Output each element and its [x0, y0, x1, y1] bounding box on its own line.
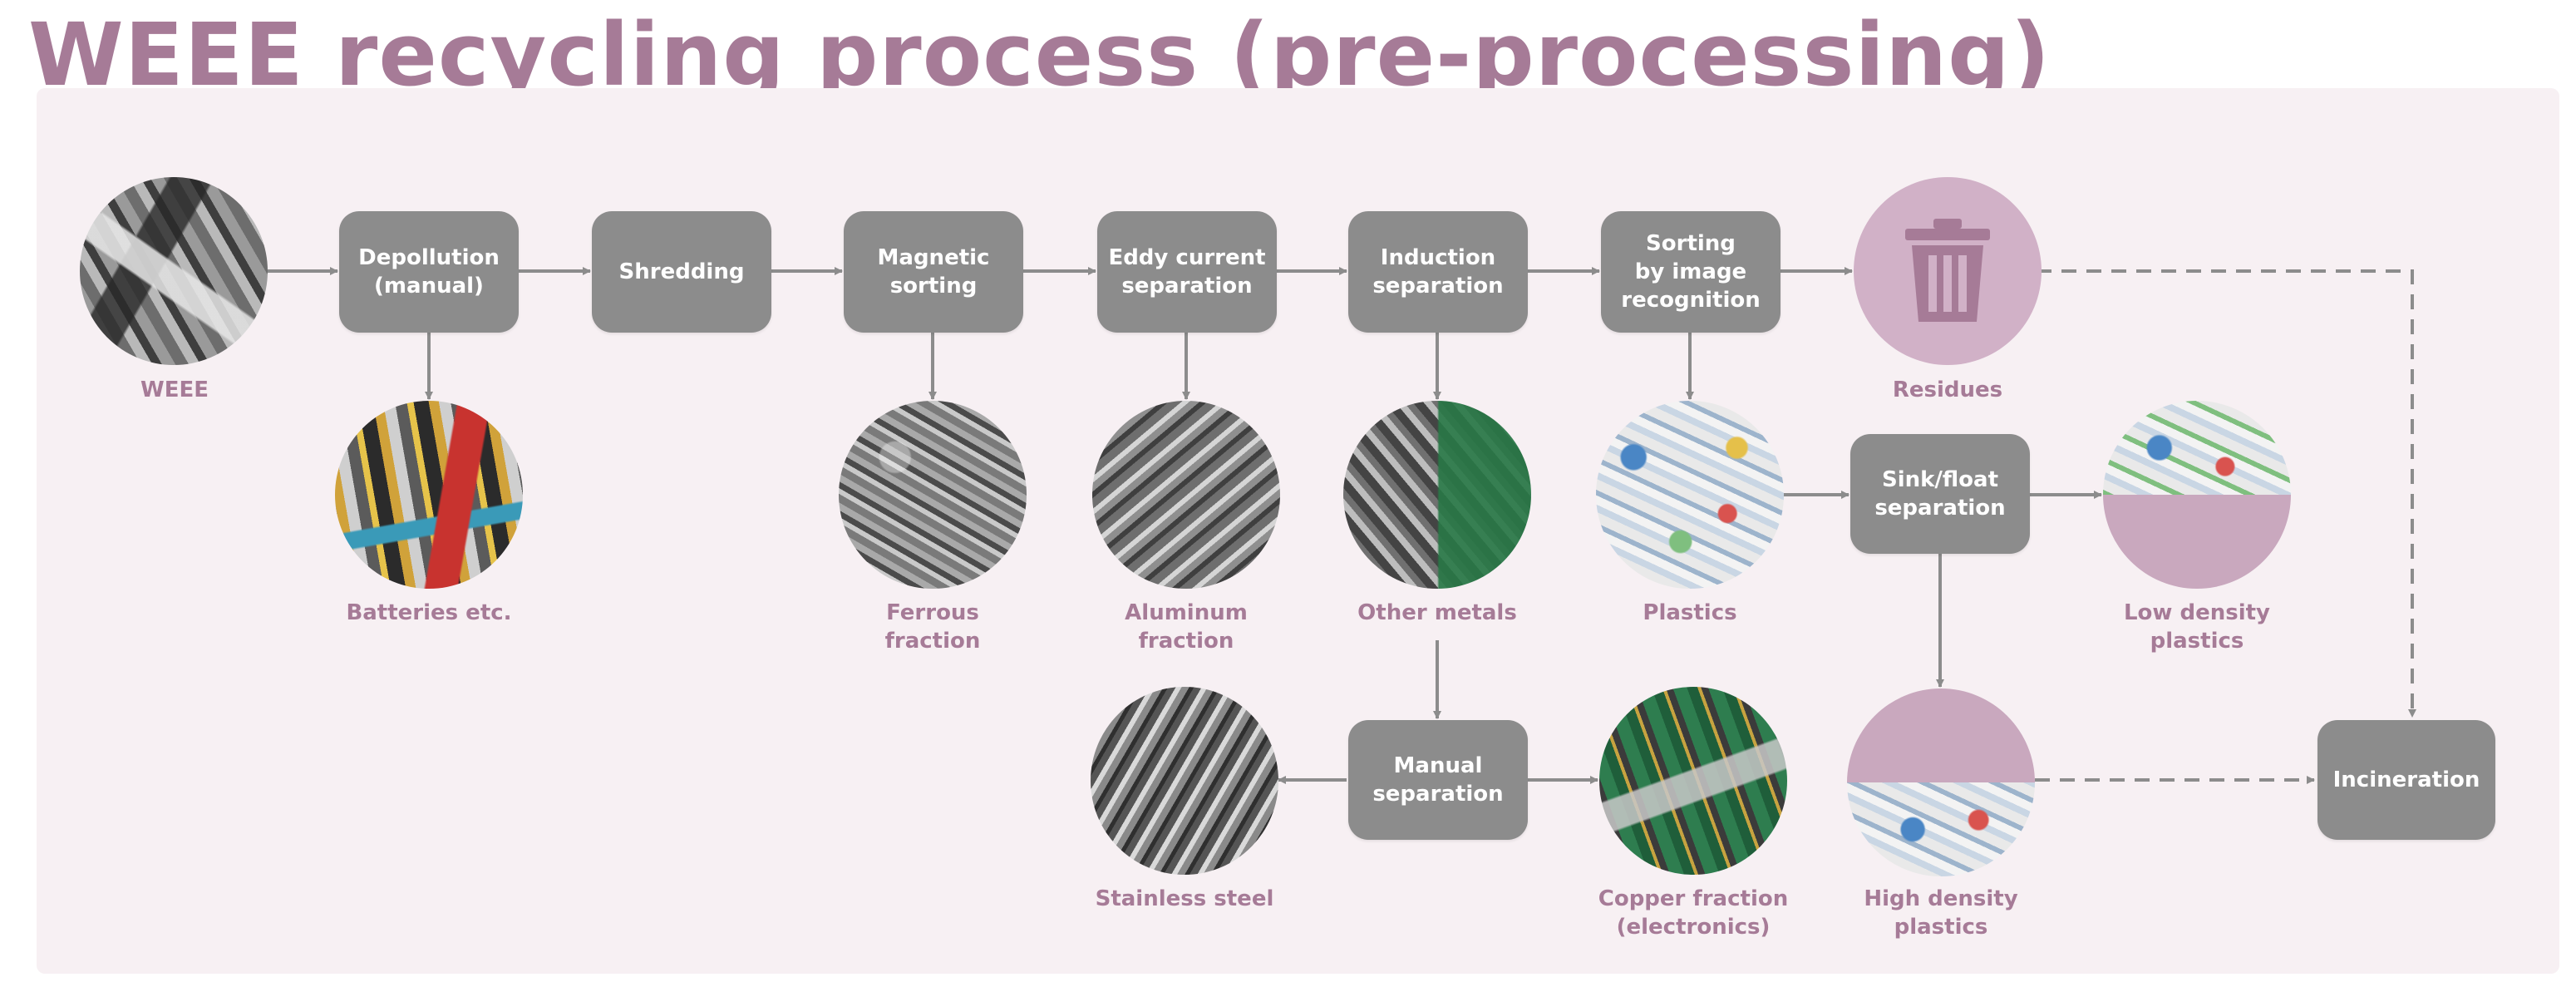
- aluminum-image: [1092, 401, 1280, 589]
- step-depollution: Depollution (manual): [339, 211, 519, 333]
- label-other-metals: Other metals: [1357, 600, 1517, 625]
- label-plastics: Plastics: [1643, 600, 1737, 625]
- step-incineration: Incineration: [2317, 720, 2495, 840]
- low-density-image: [2103, 401, 2291, 589]
- step-eddy-current: Eddy current separation: [1097, 211, 1277, 333]
- plastics-image: [1596, 401, 1784, 589]
- dashed-residues-incineration: [2037, 269, 2416, 718]
- step-image-recognition: Sorting by image recognition: [1601, 211, 1781, 333]
- high-density-image: [1847, 688, 2035, 876]
- label-high-density: High density plastics: [1864, 886, 2018, 940]
- trash-can-icon: [1905, 219, 1990, 322]
- stainless-steel-image: [1091, 687, 1278, 875]
- label-low-density: Low density plastics: [2123, 600, 2271, 654]
- label-aluminum: Aluminum fraction: [1125, 600, 1248, 654]
- label-stainless-steel: Stainless steel: [1095, 886, 1274, 911]
- weee-image: [80, 177, 268, 365]
- label-residues: Residues: [1892, 378, 2003, 402]
- step-magnetic-sorting: Magnetic sorting: [844, 211, 1023, 333]
- label-ferrous: Ferrous fraction: [884, 600, 981, 654]
- residues-circle: [1854, 177, 2042, 365]
- label-copper: Copper fraction (electronics): [1598, 886, 1789, 940]
- step-shredding: Shredding: [592, 211, 771, 333]
- copper-image: [1599, 687, 1787, 875]
- label-batteries: Batteries etc.: [346, 600, 512, 625]
- label-weee: WEEE: [140, 378, 209, 402]
- batteries-image: [335, 401, 523, 589]
- step-induction: Induction separation: [1348, 211, 1528, 333]
- step-sink-float: Sink/float separation: [1850, 434, 2030, 554]
- step-manual-separation: Manual separation: [1348, 720, 1528, 840]
- ferrous-image: [839, 401, 1027, 589]
- other-metals-image: [1343, 401, 1531, 589]
